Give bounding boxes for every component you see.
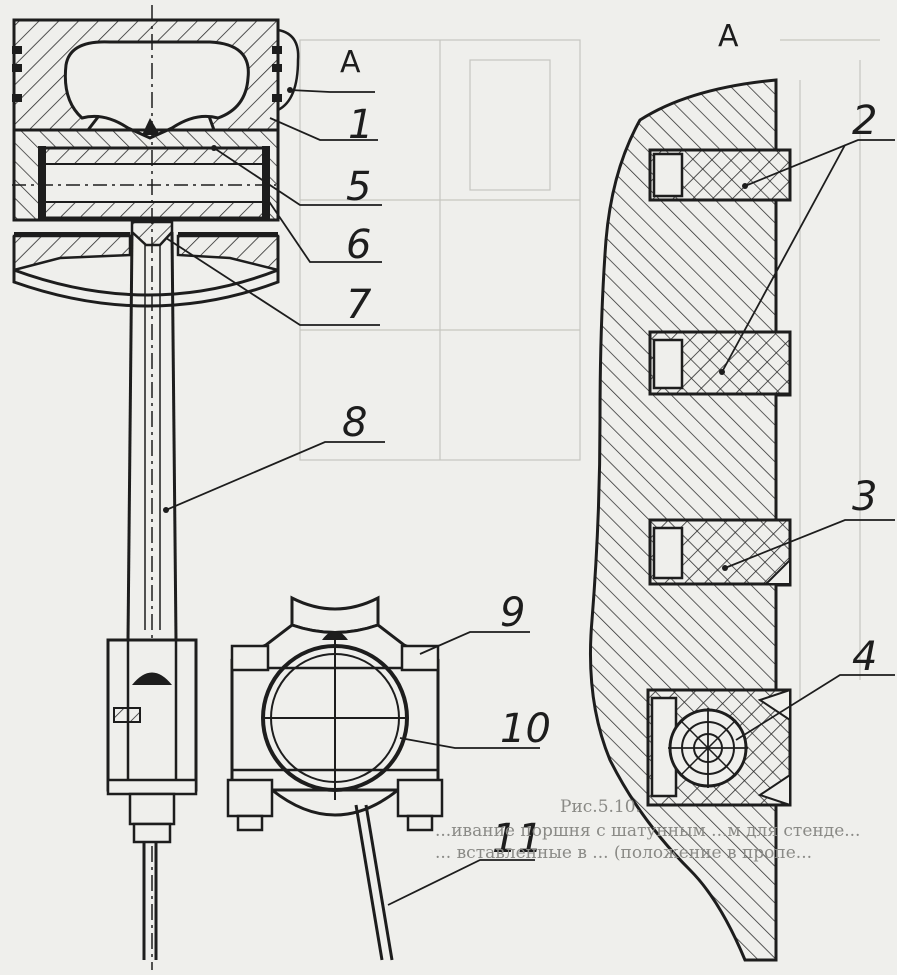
callout-7: 7 xyxy=(346,282,372,328)
piston-ring-grooves xyxy=(12,46,282,102)
callout-1: 1 xyxy=(348,102,373,148)
circlip-left xyxy=(38,146,46,220)
callout-10: 10 xyxy=(500,706,551,752)
section-view-a xyxy=(589,78,792,962)
caption-line-1: ...ивание поршня с шатунным ...м для сте… xyxy=(435,821,860,841)
view-letter-left: A xyxy=(340,45,361,80)
piston-cavity xyxy=(63,40,250,140)
callout-5: 5 xyxy=(346,164,371,210)
view-letter-right: A xyxy=(718,19,739,54)
leader-dots xyxy=(163,87,748,571)
caption-title: Рис.5.10. xyxy=(560,797,641,817)
callout-11: 11 xyxy=(492,816,543,862)
piston-assembly xyxy=(12,18,300,308)
caption-line-2: ... вставленные в ... (положение в пропе… xyxy=(435,843,812,863)
callout-8: 8 xyxy=(342,400,367,446)
callout-4: 4 xyxy=(852,634,877,680)
background-ghost-lines xyxy=(299,39,880,700)
callout-2: 2 xyxy=(852,98,877,144)
callout-3: 3 xyxy=(852,474,877,520)
callout-6: 6 xyxy=(346,222,371,268)
cap-bolt-left xyxy=(230,644,270,672)
connecting-rod-big-end xyxy=(226,595,444,961)
callout-9: 9 xyxy=(500,590,525,636)
connecting-rod-shank xyxy=(106,5,198,970)
leader-lines xyxy=(165,89,895,906)
